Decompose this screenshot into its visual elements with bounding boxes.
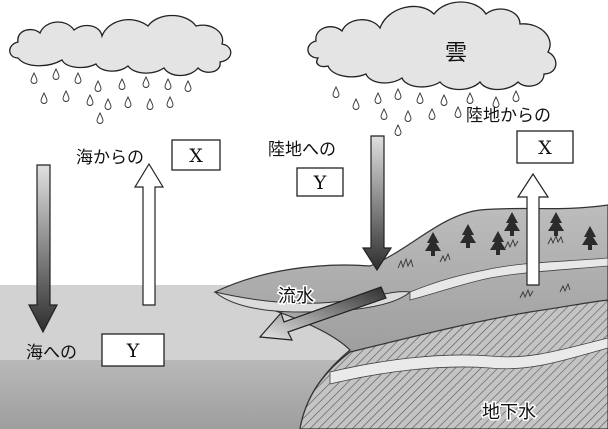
groundwater-label: 地下水 — [482, 402, 536, 423]
sea-precipitation-arrow — [28, 164, 58, 334]
land-evaporation-arrow — [516, 172, 550, 286]
river — [409, 257, 608, 301]
land-to-label: 陸地への — [268, 140, 336, 160]
sea-x-box — [171, 139, 221, 171]
sea-evaporation-arrow — [133, 162, 165, 306]
runoff-arrow — [258, 286, 387, 341]
land-precipitation-arrow — [361, 135, 393, 272]
groundwater-channel — [329, 337, 608, 385]
land-from-label: 陸地からの — [466, 106, 551, 126]
cloud-label: 雲 — [445, 41, 467, 66]
sea-y-text: Y — [126, 340, 140, 362]
sea-from-label: 海からの — [76, 148, 144, 168]
runoff-label: 流水 — [278, 286, 314, 307]
right-cloud: 雲 — [307, 1, 557, 91]
sea-x-text: X — [189, 145, 203, 167]
left-cloud — [9, 14, 232, 77]
grass-tufts — [397, 234, 571, 299]
sea-to-label: 海への — [26, 343, 77, 363]
land-y-text: Y — [313, 172, 327, 194]
land-y-box — [296, 167, 344, 197]
land-x-box — [516, 130, 574, 164]
land-x-text: X — [538, 137, 552, 159]
sea-y-box — [101, 333, 165, 367]
raindrops-left — [30, 68, 192, 124]
